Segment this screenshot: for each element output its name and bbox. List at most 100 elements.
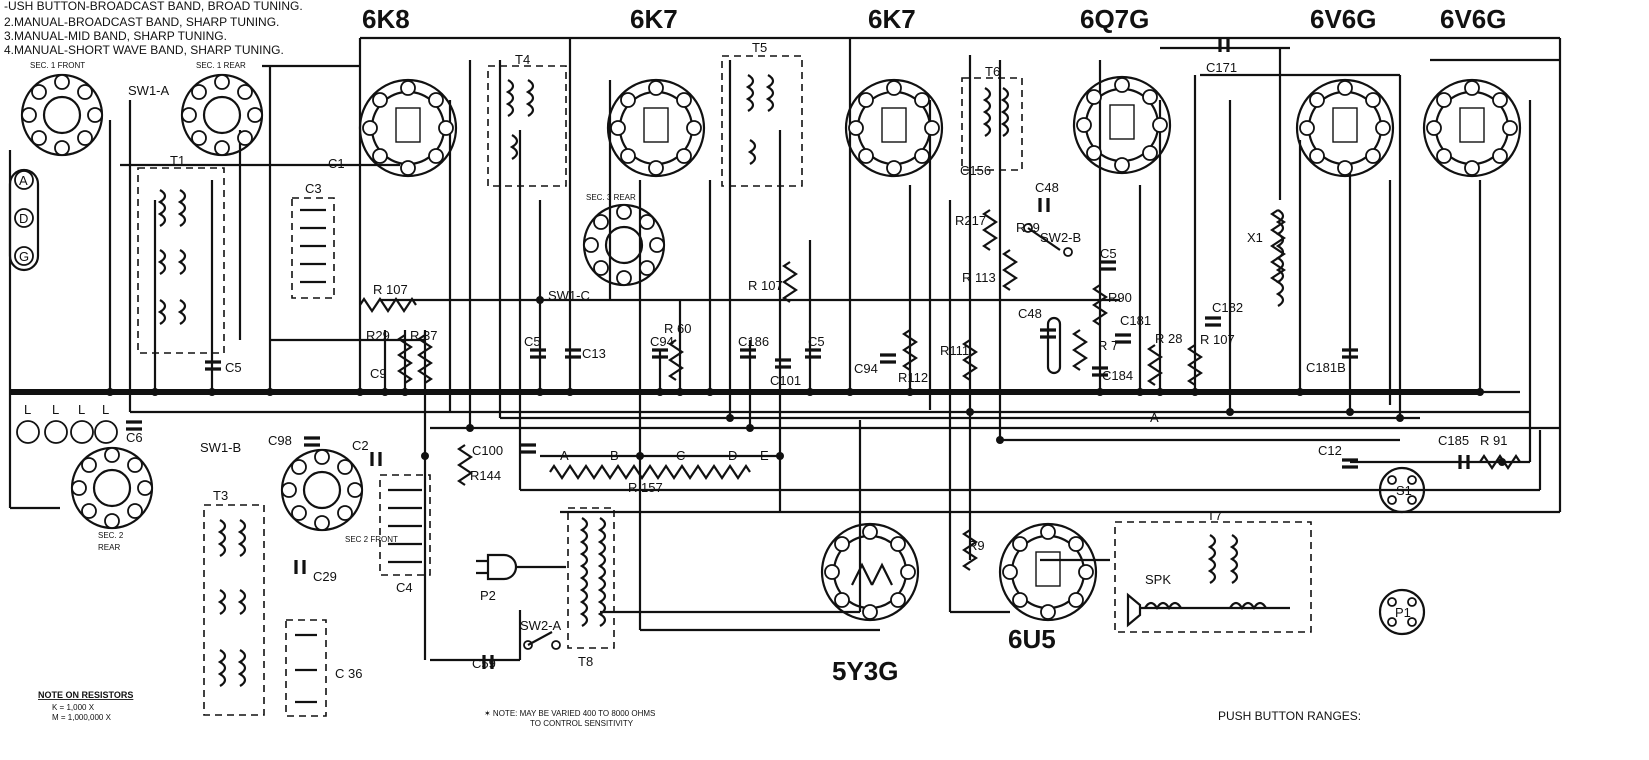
transformer-t7: T7 SPK xyxy=(1114,508,1312,633)
tube-socket-6k7-a xyxy=(606,78,706,178)
r90-label: R90 xyxy=(1108,290,1132,305)
socket-p1: P1 xyxy=(1378,588,1426,636)
junction-dots xyxy=(106,296,1506,466)
s1-label: S1 xyxy=(1396,483,1412,498)
switch-sec2-rear: SEC. 2 REAR xyxy=(70,446,154,552)
note-on-resistors: NOTE ON RESISTORS K = 1,000 X M = 1,000,… xyxy=(38,690,133,722)
c6-label: C6 xyxy=(126,430,143,445)
r9-label: R9 xyxy=(968,538,985,553)
c13-label: C13 xyxy=(582,346,606,361)
resistors xyxy=(359,209,1521,571)
lug-label-1: L xyxy=(24,402,31,417)
switch-sec1-rear: SEC. 1 REAR xyxy=(180,61,264,157)
sensitivity-note-line-2: TO CONTROL SENSITIVITY xyxy=(530,719,634,728)
r91-label: R 91 xyxy=(1480,433,1507,448)
switch-sec3-rear: SEC. 3 REAR SW1-C xyxy=(548,193,666,303)
sec1-rear-label: SEC. 1 REAR xyxy=(196,61,246,70)
c12-label: C12 xyxy=(1318,443,1342,458)
antenna-terminal-block: A D G xyxy=(8,168,40,272)
sec3-rear-label: SEC. 3 REAR xyxy=(586,193,636,202)
t5-label: T5 xyxy=(752,40,767,55)
t1-label: T1 xyxy=(170,153,185,168)
sw2a-label: SW2-A xyxy=(520,618,562,633)
c48-label-b: C48 xyxy=(1018,306,1042,321)
c186-label: C186 xyxy=(738,334,769,349)
c5-label-a: C5 xyxy=(225,360,242,375)
c182-label: C182 xyxy=(1212,300,1243,315)
r157-label: R 157 xyxy=(628,480,663,495)
c98-label: C98 xyxy=(268,433,292,448)
c5-label-d: C5 xyxy=(1100,246,1117,261)
r37-label: R 37 xyxy=(410,328,437,343)
transformer-t6: T6 xyxy=(961,64,1023,171)
sec1-front-label: SEC. 1 FRONT xyxy=(30,61,85,70)
c101-label: C101 xyxy=(770,373,801,388)
sec2-front-label: SEC 2 FRONT xyxy=(345,535,398,544)
sec2-rear-label-a: SEC. 2 xyxy=(98,531,124,540)
t6-label: T6 xyxy=(985,64,1000,79)
sec2-rear-label-b: REAR xyxy=(98,543,120,552)
t7-label: T7 xyxy=(1207,508,1222,523)
note-line-3: 3.MANUAL-MID BAND, SHARP TUNING. xyxy=(4,29,227,43)
push-button-notes: -USH BUTTON-BROADCAST BAND, BROAD TUNING… xyxy=(4,0,303,57)
push-button-ranges: PUSH BUTTON RANGES: xyxy=(1218,709,1361,723)
c94-label-a: C94 xyxy=(650,334,674,349)
c94-label-b: C94 xyxy=(854,361,878,376)
c29-label: C29 xyxy=(313,569,337,584)
c185-label: C185 xyxy=(1438,433,1469,448)
switch-sw2 xyxy=(523,223,1073,650)
wiring-vertical xyxy=(8,38,1562,662)
lug-label-2: L xyxy=(52,402,59,417)
r113-label: R 113 xyxy=(962,270,996,285)
sw2b-label: SW2-B xyxy=(1040,230,1081,245)
r217-label: R217 xyxy=(955,213,986,228)
tap-c-label: C xyxy=(676,448,685,463)
t8-label: T8 xyxy=(578,654,593,669)
r107-label-a: R 107 xyxy=(373,282,408,297)
note-resistors-m: M = 1,000,000 X xyxy=(52,713,112,722)
transformer-t4: T4 xyxy=(487,52,567,187)
c181b-label: C181B xyxy=(1306,360,1346,375)
note-line-2: 2.MANUAL-BROADCAST BAND, SHARP TUNING. xyxy=(4,15,279,29)
tap-e-label: E xyxy=(760,448,769,463)
switch-sec2-front: SEC 2 FRONT xyxy=(280,448,398,544)
tap-a-label: A xyxy=(560,448,569,463)
c59-label: C59 xyxy=(472,656,496,671)
sw1b-label: SW1-B xyxy=(200,440,241,455)
c100-label: C100 xyxy=(472,443,503,458)
c9-label: C9 xyxy=(370,366,387,381)
sensitivity-note-line-1: ✶ NOTE: MAY BE VARIED 400 TO 8000 OHMS xyxy=(484,709,655,718)
sw1a-label: SW1-A xyxy=(128,83,170,98)
r7-label: R 7 xyxy=(1098,338,1118,353)
r29-label-b: R29 xyxy=(366,328,390,343)
capacitor-bank-c36: C 36 xyxy=(285,619,362,717)
c5-label-b: C5 xyxy=(524,334,541,349)
lug-label-4: L xyxy=(102,402,109,417)
r111-label: R111 xyxy=(940,343,969,358)
transformer-t5: T5 xyxy=(721,40,803,187)
tap-a2-label: A xyxy=(1150,410,1159,425)
c48-label-a: C48 xyxy=(1035,180,1059,195)
t3-label: T3 xyxy=(213,488,228,503)
c1-label: C1 xyxy=(328,156,345,171)
tube-label-6k7-a: 6K7 xyxy=(630,4,678,34)
sw1c-label: SW1-C xyxy=(548,288,590,303)
r112-label: R112 xyxy=(898,370,928,385)
terminal-a: A xyxy=(19,173,28,188)
capacitors xyxy=(126,38,1470,669)
c4-label: C4 xyxy=(396,580,413,595)
tube-socket-6v6g-a xyxy=(1295,78,1395,178)
tube-label-6k7-b: 6K7 xyxy=(868,4,916,34)
spk-label: SPK xyxy=(1145,572,1171,587)
choke-x1: X1 xyxy=(1247,209,1285,307)
tube-socket-6v6g-b xyxy=(1422,78,1522,178)
c36-label: C 36 xyxy=(335,666,362,681)
plug-p2: P2 xyxy=(476,553,566,603)
note-line-1: -USH BUTTON-BROADCAST BAND, BROAD TUNING… xyxy=(4,0,303,13)
tube-socket-6k8 xyxy=(358,78,458,178)
capacitor-bank-c4: C4 xyxy=(379,474,431,595)
tap-b-label: B xyxy=(610,448,619,463)
tube-label-6v6g-a: 6V6G xyxy=(1310,4,1377,34)
c181-label: C181 xyxy=(1120,313,1151,328)
c5-label-c: C5 xyxy=(808,334,825,349)
